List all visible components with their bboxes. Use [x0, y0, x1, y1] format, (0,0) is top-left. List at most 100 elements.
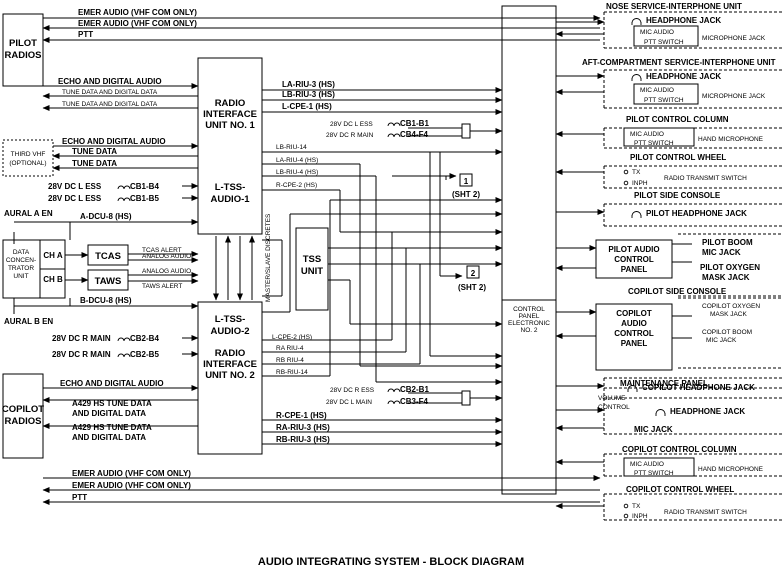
hp1-label: HEADPHONE JACK	[646, 16, 721, 25]
dcu-label-3: TRATOR	[8, 265, 34, 272]
sig-la-riu3: LA-RIU-3 (HS)	[282, 80, 335, 89]
sig-emer4: EMER AUDIO (VHF COM ONLY)	[72, 481, 191, 490]
sig-tune-data2: TUNE DATA	[72, 159, 117, 168]
sig-emer3: EMER AUDIO (VHF COM ONLY)	[72, 469, 191, 478]
page-title: AUDIO INTEGRATING SYSTEM - BLOCK DIAGRAM	[258, 556, 524, 568]
pilot-radios-label-2: RADIOS	[5, 50, 42, 61]
poxy-label-2: MASK JACK	[702, 273, 750, 282]
sig-echo-pilot: ECHO AND DIGITAL AUDIO	[58, 77, 162, 86]
pilot-acp-label-3: PANEL	[621, 265, 648, 274]
coxy-label-1: COPILOT OXYGEN	[702, 303, 760, 310]
pilot-acp-label-1: PILOT AUDIO	[608, 245, 659, 254]
riu1-label-3: UNIT NO. 1	[205, 120, 255, 131]
copilot-radios-label-2: RADIOS	[5, 416, 42, 427]
poxy-label-1: PILOT OXYGEN	[700, 263, 760, 272]
riu2-label-2: INTERFACE	[203, 359, 257, 370]
sig-tune1: TUNE DATA AND DIGITAL DATA	[62, 89, 158, 96]
sheet-ref-2	[466, 265, 480, 279]
sheet-ref-1	[459, 173, 473, 187]
riu2-label-3: UNIT NO. 2	[205, 370, 255, 381]
sig-analog1: ANALOG AUDIO	[142, 253, 191, 260]
riu1-tss-label-2: AUDIO-1	[210, 194, 250, 205]
sig-ra-riu3: RA-RIU-3 (HS)	[276, 423, 330, 432]
sig-cb4-f4: CB4-F4	[400, 130, 429, 139]
cpe-label-4: NO. 2	[521, 327, 538, 334]
sig-tune2: TUNE DATA AND DIGITAL DATA	[62, 101, 158, 108]
sig-sht-label-1: (SHT 2)	[452, 190, 480, 199]
taws-label: TAWS	[95, 276, 122, 287]
sig-tcas-alert: TCAS ALERT	[142, 247, 182, 254]
ptt2-label: PTT SWITCH	[644, 97, 684, 104]
hm1-label: HAND MICROPHONE	[698, 136, 764, 143]
sig-a429-1b: AND DIGITAL DATA	[72, 409, 146, 418]
sig-r-cpe1: R-CPE-1 (HS)	[276, 411, 327, 420]
sig-l-cpe1: L-CPE-1 (HS)	[282, 102, 332, 111]
sig-a429-2a: A429 HS TUNE DATA	[72, 423, 152, 432]
hp-m-label: HEADPHONE JACK	[670, 407, 745, 416]
headphone-icon	[631, 18, 642, 25]
rts2-label: RADIO TRANSMIT SWITCH	[664, 509, 747, 516]
riu1-label-1: RADIO	[215, 98, 246, 109]
copilot-acp-box	[595, 303, 673, 371]
circuit-breaker-icon	[387, 133, 401, 138]
sheet-ref-2-num: 2	[471, 269, 476, 278]
ptt3-label: PTT SWITCH	[634, 140, 674, 147]
copilot-acp-label-4: PANEL	[621, 339, 648, 348]
sig-ra-riu4: RA RIU-4	[276, 345, 304, 352]
circuit-breaker-icon	[117, 337, 131, 342]
switch-contact-icon	[623, 513, 629, 519]
circuit-breaker-icon	[117, 185, 131, 190]
dcu-label-4: UNIT	[13, 273, 28, 280]
sig-echo-copilot: ECHO AND DIGITAL AUDIO	[60, 379, 164, 388]
tx2-label: TX	[632, 503, 641, 510]
sig-rb-riu3: RB-RIU-3 (HS)	[276, 435, 330, 444]
tss-unit-box	[295, 227, 329, 311]
sig-lb-riu4: LB-RIU-4 (HS)	[276, 169, 318, 176]
sig-cb2-b1-l: 28V DC R ESS	[330, 387, 375, 394]
cpe-box	[501, 5, 557, 495]
dcu-label-1: DATA	[13, 249, 30, 256]
third-vhf-label-1: THIRD VHF	[11, 151, 46, 158]
copilot-radios-box	[2, 373, 44, 459]
sig-l-cpe2: L-CPE-2 (HS)	[272, 334, 312, 341]
pcc-title: PILOT CONTROL COLUMN	[626, 115, 729, 124]
riu2-tss-label-1: L-TSS-	[215, 314, 246, 325]
riu2-box	[197, 301, 263, 455]
tss-unit-label-2: UNIT	[301, 266, 323, 277]
sig-emer2: EMER AUDIO (VHF COM ONLY)	[78, 19, 197, 28]
sig-cb2-b5: CB2-B5	[130, 350, 159, 359]
circuit-breaker-icon	[117, 197, 131, 202]
mj1-label: MICROPHONE JACK	[702, 35, 766, 42]
chp-label: COPILOT HEADPHONE JACK	[642, 383, 755, 392]
copilot-acp-label-3: CONTROL	[614, 329, 654, 338]
pboom-label-2: MIC JACK	[702, 248, 741, 257]
maint-title: MAINTENANCE PANEL	[620, 379, 708, 388]
cpe-label-2: PANEL	[519, 313, 540, 320]
sig-a-dcu: A-DCU-8 (HS)	[80, 212, 132, 221]
circuit-breaker-icon	[117, 353, 131, 358]
inph1-label: INPH	[632, 180, 648, 187]
ccc-title: COPILOT CONTROL COLUMN	[622, 445, 737, 454]
copilot-acp-label-1: COPILOT	[616, 309, 652, 318]
pilot-radios-box	[2, 13, 44, 87]
sig-cb1-b1-l: 28V DC L ESS	[330, 121, 373, 128]
hp2-label: HEADPHONE JACK	[646, 72, 721, 81]
headphone-icon	[655, 409, 666, 416]
riu1-tss-label-1: L-TSS-	[215, 182, 246, 193]
sig-cb-b4-l: 28V DC L ESS	[48, 182, 102, 191]
master-slave-label: MASTER/SLAVE DISCRETES	[265, 213, 272, 302]
pilot-acp-label-2: CONTROL	[614, 255, 654, 264]
inph2-label: INPH	[632, 513, 648, 520]
riu2-label-1: RADIO	[215, 348, 246, 359]
sig-cb1-b1: CB1-B1	[400, 119, 429, 128]
third-vhf-label-2: (OPTIONAL)	[9, 160, 46, 167]
sig-r-cpe2: R-CPE-2 (HS)	[276, 182, 317, 189]
sig-rb-riu4: RB RIU-4	[276, 357, 304, 364]
aft-title: AFT-COMPARTMENT SERVICE-INTERPHONE UNIT	[582, 58, 776, 67]
switch-contact-icon	[623, 169, 629, 175]
switch-contact-icon	[623, 180, 629, 186]
dcu-chb-label: CH B	[43, 275, 63, 284]
dcu-label-2: CONCEN-	[6, 257, 36, 264]
cboom-label-2: MIC JACK	[706, 337, 737, 344]
pboom-label-1: PILOT BOOM	[702, 238, 753, 247]
